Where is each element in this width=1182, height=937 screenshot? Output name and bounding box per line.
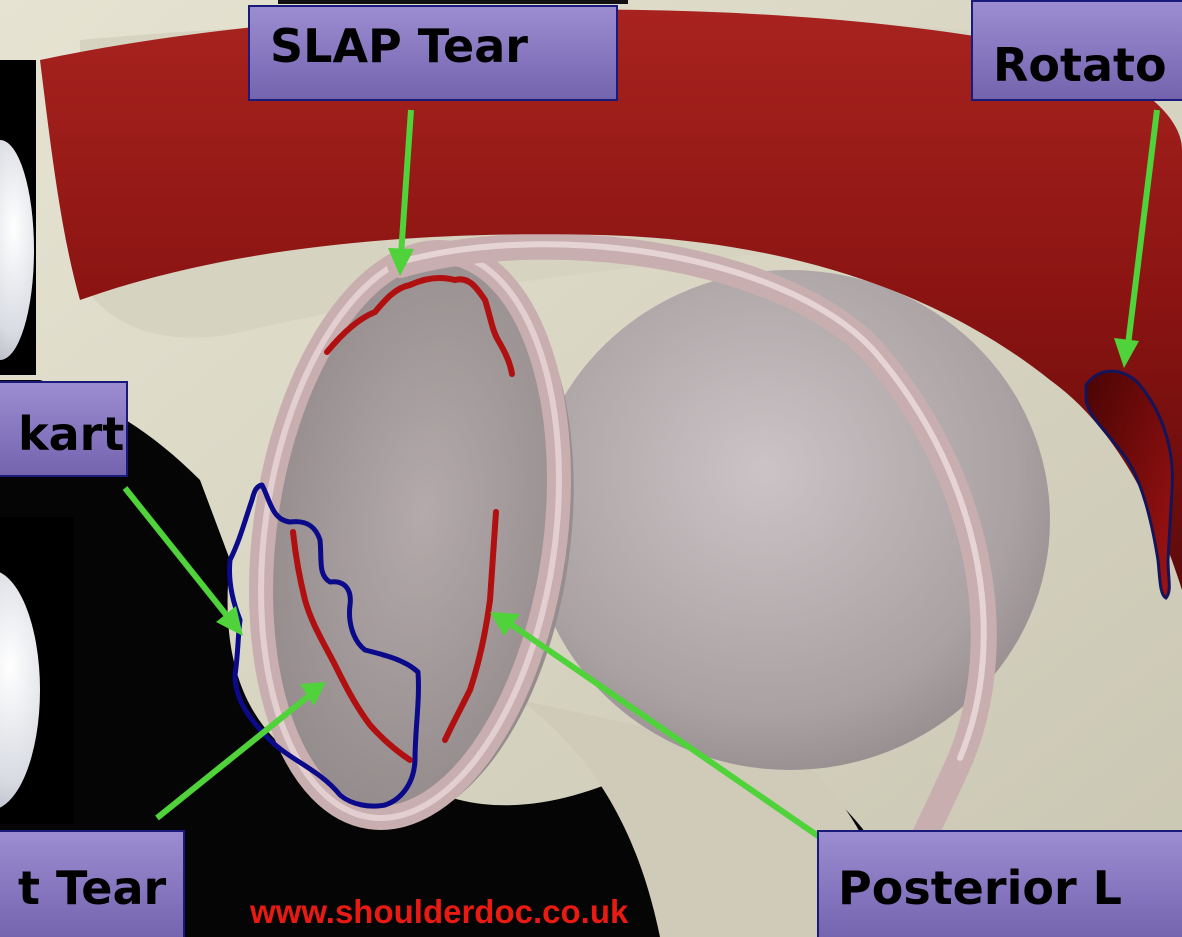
top-inset-edge xyxy=(278,0,628,4)
bankart-label: kart xyxy=(0,381,128,477)
posterior-labrum-label: Posterior L xyxy=(817,830,1182,937)
slap-tear-label: SLAP Tear xyxy=(248,5,618,101)
rotator-cuff-label: Rotato xyxy=(971,0,1182,101)
bankart-tear-label: t Tear xyxy=(0,830,185,937)
watermark: www.shoulderdoc.co.uk xyxy=(250,893,628,931)
